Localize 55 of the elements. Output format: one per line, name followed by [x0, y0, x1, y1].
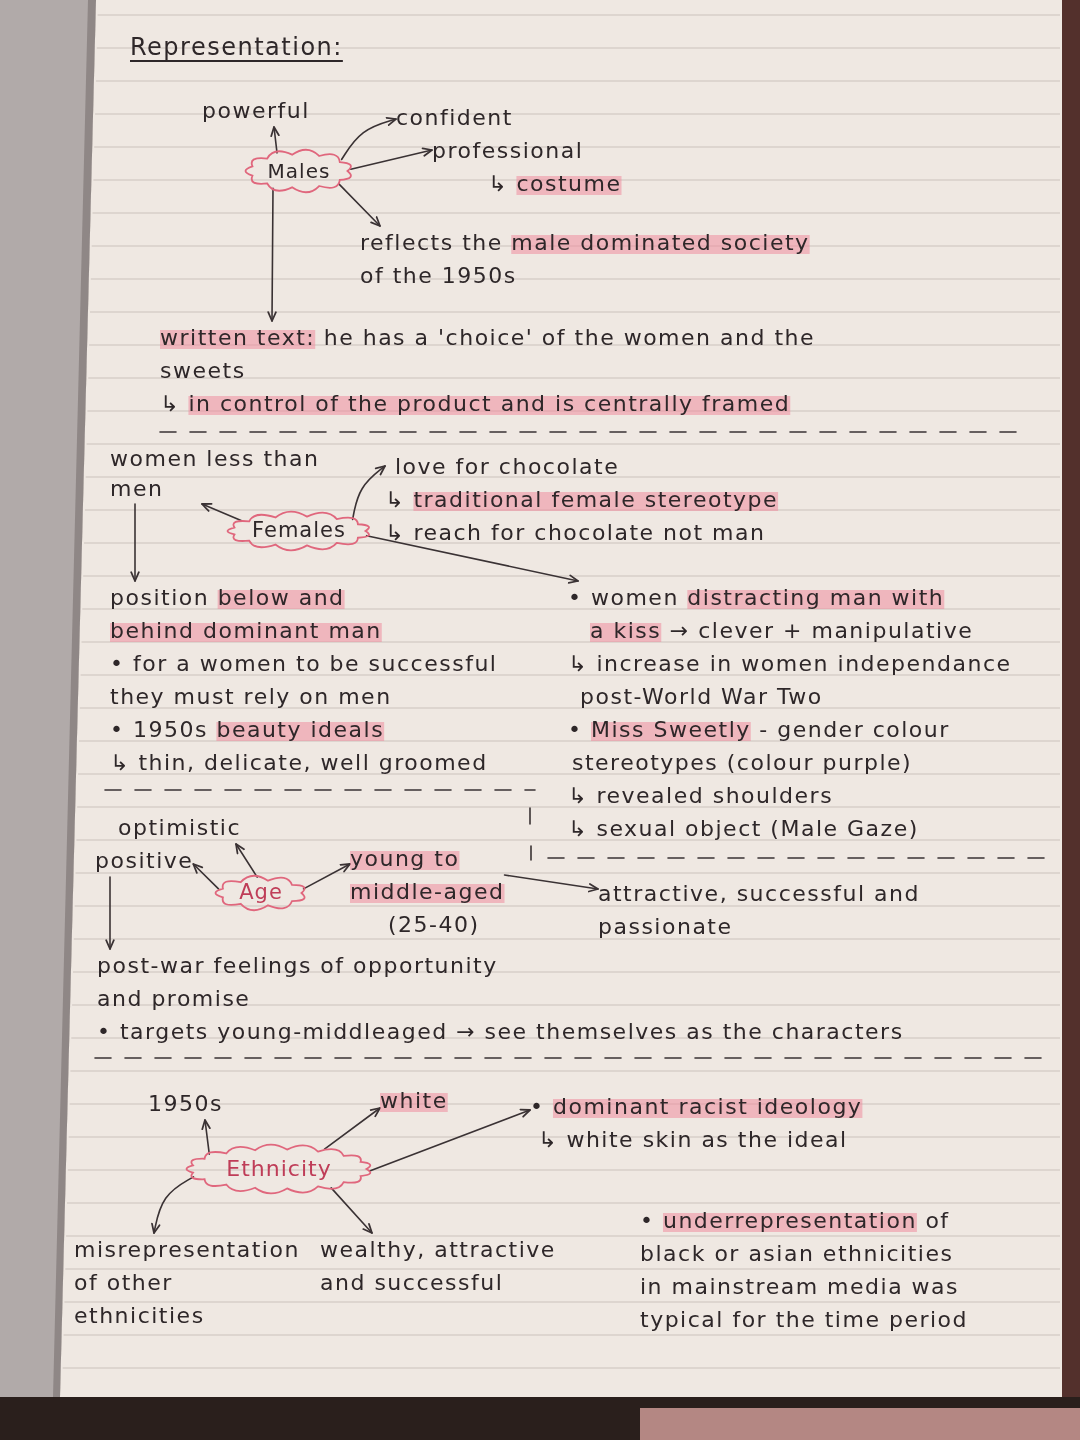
note-text: ↳ reach for chocolate not man [385, 519, 766, 547]
note-text: ↳ traditional female stereotype [385, 486, 779, 514]
arrow [350, 147, 433, 171]
note-text: • Miss Sweetly - gender colour stereotypes (colour purple) [568, 716, 950, 777]
note-text: post-war feelings of opportunity and promise [97, 952, 498, 1013]
note-text: optimistic [118, 814, 241, 842]
note-text: misrepresentation of other ethnicities [74, 1236, 300, 1330]
note-text: young to middle-aged (25-40) [350, 845, 505, 939]
note-text: ↳ sexual object (Male Gaze) [568, 815, 919, 843]
arrow [338, 183, 381, 227]
arrow [351, 465, 386, 521]
note-text: ↳ white skin as the ideal [538, 1126, 848, 1154]
note-text: white [380, 1087, 448, 1115]
arrow [323, 1107, 381, 1150]
note-text: • underrepresentation of black or asian ethnicities in mainstream media was typical for the time period [640, 1207, 969, 1334]
note-text: attractive, successful and passionate [598, 880, 920, 941]
arrow [365, 534, 579, 584]
note-text: positive [95, 847, 194, 875]
note-text: ↳ increase in women independance post-World War Two [568, 650, 1012, 711]
arrow [270, 126, 280, 154]
note-text: ↳ revealed shoulders [568, 782, 834, 810]
note-text: reflects the male dominated society of the 1950s [360, 229, 810, 290]
arrow [302, 863, 351, 890]
arrow [503, 874, 599, 893]
note-text: women less than men [110, 445, 320, 503]
topic-label: Males [267, 160, 331, 182]
note-text: powerful [202, 97, 310, 125]
note-text: ↳ in control of the product and is centrally framed [160, 390, 791, 418]
note-text: • 1950s beauty ideals [110, 716, 385, 744]
arrow [105, 876, 115, 950]
note-text: professional [432, 137, 584, 165]
note-text: • women distracting man with a kiss → clever + manipulative [568, 584, 974, 645]
arrow [130, 503, 140, 582]
note-text: • targets young-middleaged → see themselves as the characters [97, 1018, 904, 1046]
note-text: ↳ thin, delicate, well groomed [110, 749, 488, 777]
arrow [330, 1187, 373, 1234]
note-text: 1950s [148, 1090, 223, 1118]
arrow [201, 503, 243, 522]
arrow [235, 843, 258, 878]
topic-label: Females [252, 519, 346, 543]
topic-label: Ethnicity [226, 1156, 332, 1182]
arrow [340, 116, 397, 161]
arrow [192, 863, 220, 890]
arrow [201, 1119, 211, 1155]
arrow [267, 187, 277, 322]
note-text: wealthy, attractive and successful [320, 1236, 556, 1297]
note-text: position below and behind dominant man [110, 584, 382, 645]
note-text: love for chocolate [395, 453, 620, 481]
note-text: • dominant racist ideology [530, 1093, 863, 1121]
page-title: Representation: [130, 32, 343, 63]
note-text: ↳ costume [488, 170, 622, 198]
arrow [151, 1176, 195, 1234]
arrow [368, 1108, 531, 1172]
note-text: confident [396, 104, 513, 132]
topic-label: Age [239, 881, 283, 905]
